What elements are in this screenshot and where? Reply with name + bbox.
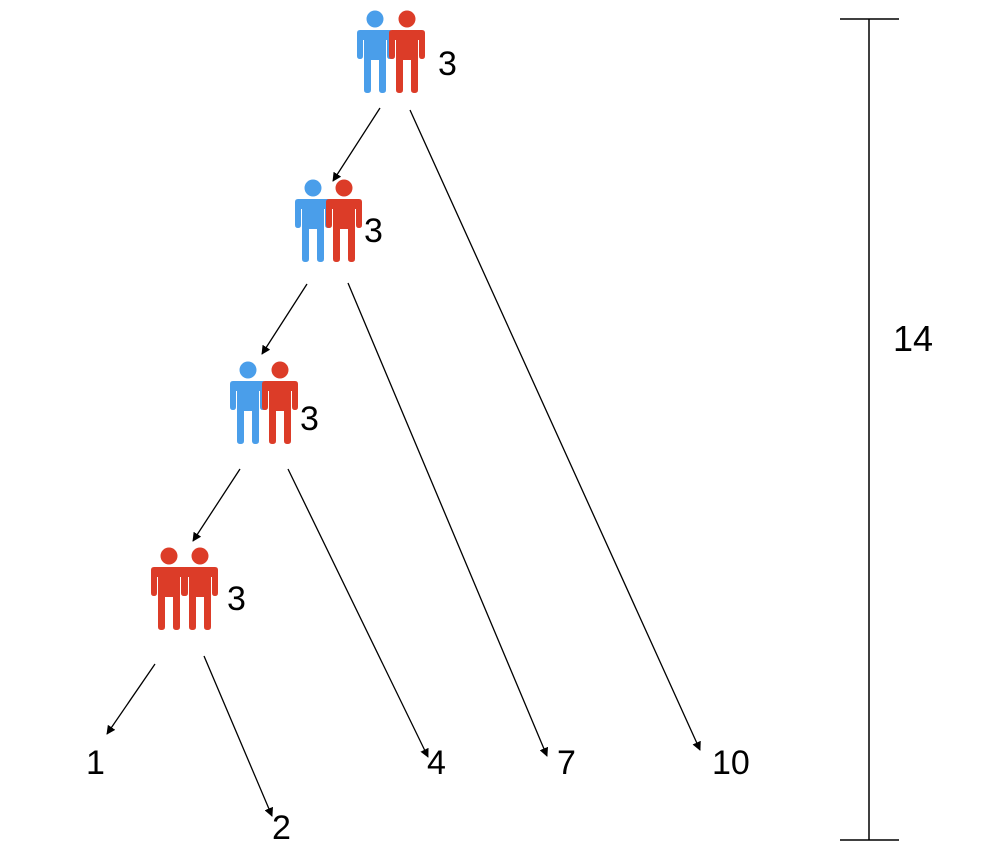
node-count-label: 3 bbox=[227, 580, 246, 618]
node-n4: 3 bbox=[151, 547, 246, 630]
leaf-label-7: 7 bbox=[557, 744, 576, 782]
person-icon-red bbox=[389, 10, 425, 93]
node-n2: 3 bbox=[295, 179, 383, 262]
node-count-label: 3 bbox=[300, 400, 319, 438]
edge-n4-leaf-2 bbox=[203, 655, 273, 817]
person-icon-red bbox=[326, 179, 362, 262]
edge-n2-leaf-7 bbox=[347, 282, 549, 757]
edge-n3-n4 bbox=[192, 468, 241, 542]
edge-n3-leaf-4 bbox=[287, 468, 429, 758]
person-icon-red bbox=[151, 547, 187, 630]
edge-n1-leaf-10 bbox=[409, 109, 701, 751]
leaf-label-2: 2 bbox=[272, 809, 291, 847]
height-bracket: 14 bbox=[840, 18, 933, 841]
person-icon-blue bbox=[230, 361, 266, 444]
node-count-label: 3 bbox=[438, 45, 457, 83]
leaf-label-4: 4 bbox=[427, 744, 446, 782]
person-icon-blue bbox=[357, 10, 393, 93]
leaf-label-1: 1 bbox=[86, 744, 105, 782]
edge-n4-leaf-1 bbox=[106, 663, 156, 735]
node-n3: 3 bbox=[230, 361, 319, 444]
person-icon-red bbox=[182, 547, 218, 630]
person-icon-red bbox=[262, 361, 298, 444]
node-count-label: 3 bbox=[364, 212, 383, 250]
leaf-label-10: 10 bbox=[712, 744, 750, 782]
edges bbox=[106, 107, 701, 817]
node-n1: 3 bbox=[357, 10, 457, 93]
person-icon-blue bbox=[295, 179, 331, 262]
edge-n2-n3 bbox=[261, 283, 308, 355]
edge-n1-n2 bbox=[332, 107, 381, 182]
bracket-label: 14 bbox=[893, 318, 933, 359]
leaves: 1 2 4 7 10 bbox=[86, 744, 750, 847]
